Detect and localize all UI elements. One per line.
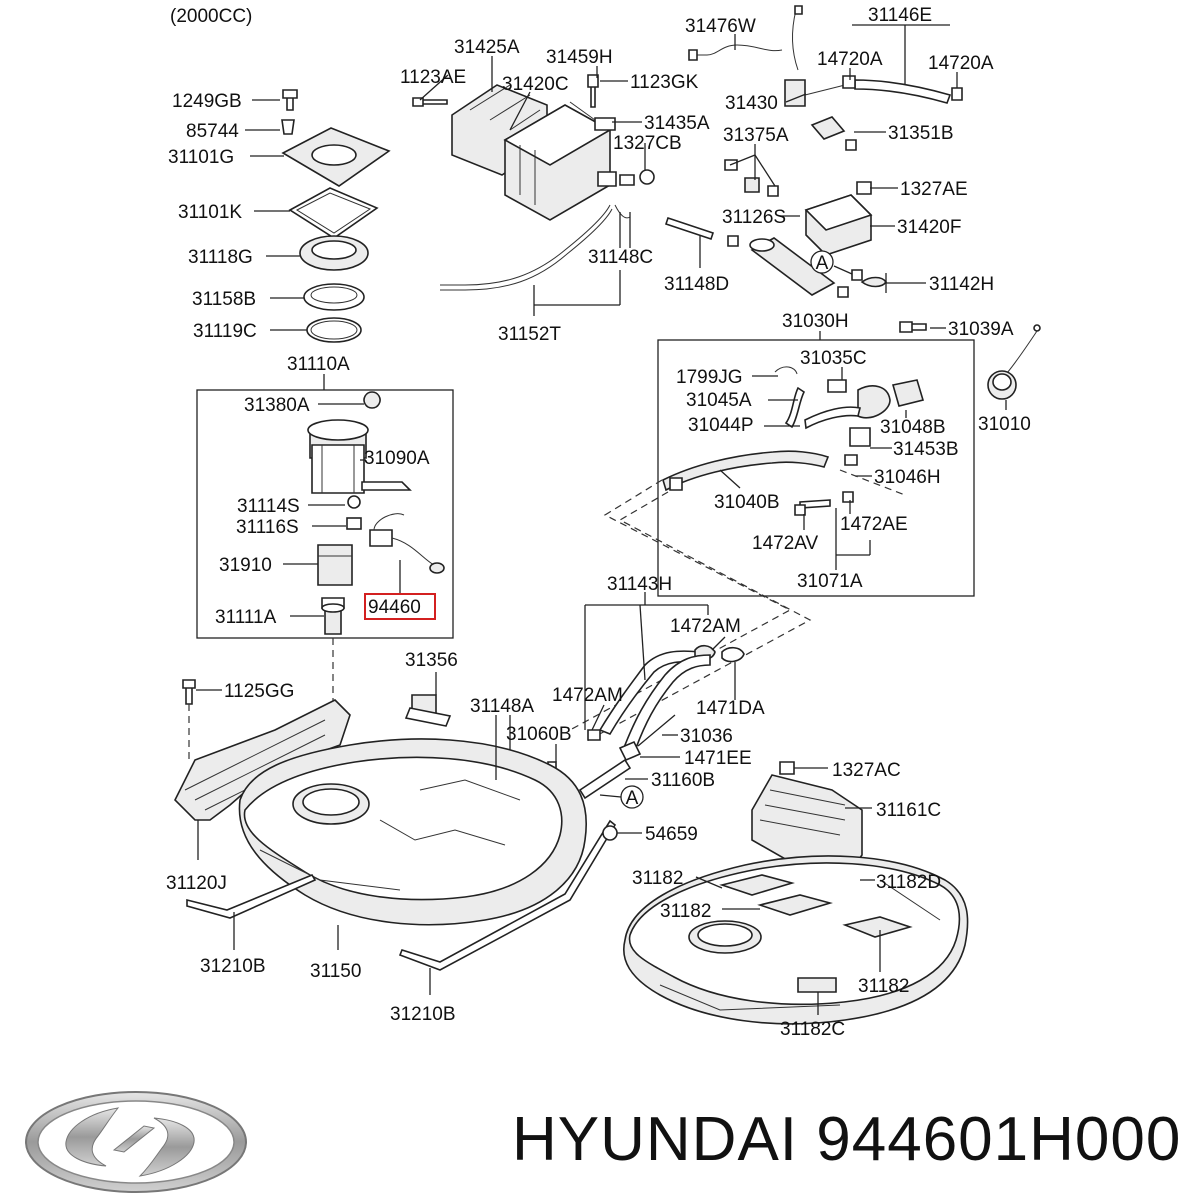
- part-label: 31045A: [686, 390, 752, 411]
- part-label: 31126S: [722, 207, 786, 228]
- part-label: 31420C: [502, 74, 569, 95]
- part-label: 31035C: [800, 348, 867, 369]
- callout-label: A: [626, 788, 639, 809]
- highlight-box-94460: [364, 593, 436, 620]
- secondary-fuel-tank: [623, 761, 969, 1025]
- part-label: 31039A: [948, 319, 1014, 340]
- part-label: 31143H: [607, 574, 672, 595]
- filler-leaders: [719, 327, 1007, 570]
- part-label: 14720A: [928, 53, 994, 74]
- part-label: 1471DA: [696, 698, 765, 719]
- part-label: 31010: [978, 414, 1031, 435]
- part-label: 31119C: [193, 321, 257, 342]
- part-label: 31182C: [780, 1019, 845, 1040]
- part-label: 54659: [645, 824, 698, 845]
- part-label: 31090A: [364, 448, 430, 469]
- part-label: 31118G: [188, 247, 253, 268]
- part-label: 31046H: [874, 467, 941, 488]
- part-label: 1125GG: [224, 681, 294, 702]
- part-label: 31030H: [782, 311, 849, 332]
- part-label: 1799JG: [676, 367, 743, 388]
- part-label: 31182: [858, 976, 909, 997]
- part-label: 1327AE: [900, 179, 968, 200]
- secondary-tank-leaders: [695, 767, 881, 1015]
- filler-hose-leaders: [509, 592, 736, 780]
- part-label: 1472AM: [670, 616, 741, 637]
- canister-assembly: [412, 5, 963, 298]
- part-label: 94460: [368, 597, 421, 618]
- part-label: 31351B: [888, 123, 954, 144]
- part-label: 31040B: [714, 492, 780, 513]
- part-label: 31210B: [390, 1004, 456, 1025]
- part-label: 31210B: [200, 956, 266, 977]
- part-label: 31148A: [470, 696, 534, 717]
- part-label: 1249GB: [172, 91, 242, 112]
- part-label: 31459H: [546, 47, 613, 68]
- callout-a-top: A: [810, 250, 853, 275]
- part-label: 1123AE: [400, 67, 466, 88]
- part-label: 31101K: [178, 202, 242, 223]
- part-label: 14720A: [817, 49, 883, 70]
- part-label: 31110A: [287, 354, 350, 375]
- part-label: 31071A: [797, 571, 863, 592]
- part-label: 1471EE: [684, 748, 752, 769]
- part-label: 31425A: [454, 37, 520, 58]
- filler-neck-box: [657, 339, 975, 597]
- part-label: 1472AM: [552, 685, 623, 706]
- part-label: 31380A: [244, 395, 310, 416]
- part-label: 31160B: [651, 770, 715, 791]
- callout-label: A: [816, 253, 829, 274]
- part-label: 31148C: [588, 247, 653, 268]
- part-label: 31116S: [236, 517, 299, 538]
- main-fuel-tank: [174, 679, 618, 971]
- engine-note: (2000CC): [170, 6, 252, 27]
- callout-a-bottom: A: [599, 785, 644, 809]
- part-label: 31111A: [215, 607, 277, 628]
- part-label: 31182: [632, 868, 683, 889]
- part-label: 1327CB: [613, 133, 682, 154]
- hyundai-logo-icon: [25, 1091, 247, 1193]
- part-label: 31182: [660, 901, 711, 922]
- part-label: 31044P: [688, 415, 754, 436]
- filler-neck-parts: [662, 366, 925, 516]
- pump-module-box: [196, 389, 454, 639]
- left-leaders: [245, 99, 325, 390]
- part-number-labels: 31476W 31146E 31425A 31459H 1123AE 31420…: [166, 5, 1031, 1040]
- pump-module-parts: [307, 391, 445, 635]
- part-label: 85744: [186, 121, 239, 142]
- part-label: 31142H: [929, 274, 994, 295]
- filler-hoses: [547, 644, 745, 800]
- part-label: 31150: [310, 961, 361, 982]
- part-label: 1123GK: [630, 72, 699, 93]
- part-label: 31036: [680, 726, 733, 747]
- part-label: 31910: [219, 555, 272, 576]
- part-label: 31375A: [723, 125, 789, 146]
- part-label: 31453B: [893, 439, 959, 460]
- part-label: 31148D: [664, 274, 729, 295]
- part-label: 31182D: [876, 872, 941, 893]
- part-label: 31420F: [897, 217, 961, 238]
- part-label: 31101G: [168, 147, 234, 168]
- part-label: 31430: [725, 93, 778, 114]
- part-label: 31161C: [876, 800, 941, 821]
- part-label: 31158B: [192, 289, 256, 310]
- filler-extras: [899, 321, 1041, 400]
- canister-leaders: [419, 24, 958, 316]
- part-label: 31060B: [506, 724, 572, 745]
- brand-part-number: HYUNDAI 944601H000: [512, 1105, 1182, 1174]
- part-label: 1472AE: [840, 514, 908, 535]
- part-label: 31152T: [498, 324, 561, 345]
- part-label: 31120J: [166, 873, 227, 894]
- part-label: 1472AV: [752, 533, 819, 554]
- part-label: 31476W: [685, 16, 756, 37]
- part-label: 31356: [405, 650, 458, 671]
- part-label: 1327AC: [832, 760, 901, 781]
- part-label: 31146E: [868, 5, 932, 26]
- part-label: 31435A: [644, 113, 710, 134]
- left-parts-stack: [281, 89, 391, 343]
- main-tank-leaders: [196, 672, 642, 995]
- part-label: 31048B: [880, 417, 946, 438]
- part-label: 31114S: [237, 496, 300, 517]
